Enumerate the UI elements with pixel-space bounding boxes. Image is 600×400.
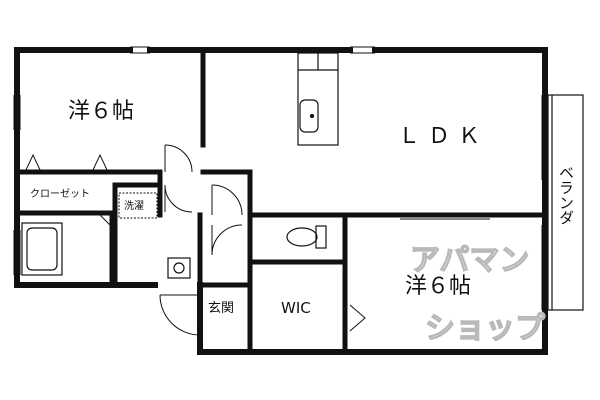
veranda bbox=[547, 94, 584, 311]
toilet-icon bbox=[286, 225, 327, 249]
room-label-western-right: 洋６帖 bbox=[405, 274, 471, 299]
outer-walls bbox=[14, 47, 548, 355]
watermark-line2: ショップ bbox=[425, 311, 546, 346]
interior-walls bbox=[14, 47, 548, 355]
doors bbox=[99, 144, 366, 336]
laundry-box bbox=[118, 192, 158, 219]
room-label-western-left: 洋６帖 bbox=[68, 99, 134, 124]
watermark-line1: アパマン bbox=[410, 243, 529, 278]
washbasin-icon bbox=[167, 257, 191, 279]
room-label-entrance: 玄関 bbox=[208, 301, 234, 316]
closet-door-marks bbox=[24, 153, 109, 173]
room-label-laundry: 洗濯 bbox=[124, 200, 144, 212]
room-label-closet: クローゼット bbox=[30, 188, 90, 200]
bathtub-icon bbox=[21, 222, 63, 276]
room-label-wic: WIC bbox=[281, 299, 311, 317]
room-label-ldk: ＬＤＫ bbox=[398, 124, 488, 149]
kitchen-counter bbox=[297, 52, 339, 146]
room-label-veranda: ベランダ bbox=[557, 165, 575, 225]
